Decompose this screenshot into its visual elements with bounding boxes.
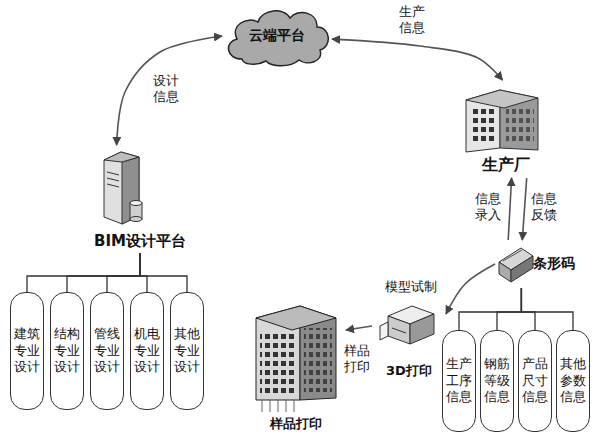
factory-windows bbox=[470, 108, 496, 144]
server-slot bbox=[107, 172, 119, 175]
edge-label: 样品打印 bbox=[343, 342, 371, 375]
flow-arrow bbox=[332, 39, 502, 80]
tree-line bbox=[107, 253, 140, 292]
flow-arrow bbox=[446, 264, 495, 314]
edge-label: 信息录入 bbox=[474, 190, 502, 223]
scanner-node: 条形码 bbox=[495, 240, 583, 288]
building-windows bbox=[260, 332, 296, 394]
node-label: 样品打印 bbox=[245, 415, 346, 433]
node-label: BIM设计平台 bbox=[62, 232, 218, 251]
node-label: 生产厂 bbox=[455, 155, 556, 176]
node-label: 云端平台 bbox=[249, 27, 305, 45]
node-label: 管线专业设计 bbox=[94, 326, 120, 377]
node-label: 结构专业设计 bbox=[54, 326, 80, 377]
building-model bbox=[256, 306, 336, 412]
disk-top bbox=[130, 201, 142, 206]
tree-line bbox=[140, 253, 187, 292]
info-box: 产品尺寸信息 bbox=[518, 330, 552, 432]
server-slot bbox=[107, 184, 119, 187]
building-node: 样品打印 bbox=[245, 295, 346, 435]
node-label: 条形码 bbox=[533, 255, 575, 273]
server-node: BIM设计平台 bbox=[62, 145, 218, 253]
info-box: 其他参数信息 bbox=[556, 330, 590, 432]
info-box: 生产工序信息 bbox=[442, 330, 476, 432]
factory-icon bbox=[466, 90, 538, 152]
factory-windows bbox=[506, 108, 534, 144]
printer-slot bbox=[392, 328, 406, 333]
info-box: 钢筋等级信息 bbox=[480, 330, 514, 432]
printer-side bbox=[410, 314, 434, 344]
edge-label: 生产信息 bbox=[398, 3, 426, 36]
server-top bbox=[104, 152, 139, 162]
node-label: 机电专业设计 bbox=[134, 326, 160, 377]
printer-node: 3D打印 bbox=[372, 302, 446, 382]
scanner-glass bbox=[503, 250, 522, 261]
node-label: 钢筋等级信息 bbox=[484, 356, 510, 407]
edge-label: 信息反馈 bbox=[530, 190, 558, 223]
edge-label: 设计信息 bbox=[152, 72, 180, 105]
printer-front bbox=[388, 316, 410, 344]
factory-roof bbox=[466, 90, 538, 108]
tree-line bbox=[27, 253, 140, 292]
design-box: 结构专业设计 bbox=[50, 292, 84, 410]
node-label: 其他专业设计 bbox=[174, 326, 200, 377]
flow-arrow bbox=[346, 326, 372, 330]
server-slot bbox=[107, 178, 119, 181]
tree-line bbox=[67, 253, 140, 292]
node-label: 产品尺寸信息 bbox=[522, 356, 548, 407]
building-roof bbox=[256, 306, 336, 330]
node-label: 3D打印 bbox=[372, 362, 446, 380]
scanner-front bbox=[499, 262, 511, 282]
building-windows bbox=[304, 328, 332, 392]
design-box: 其他专业设计 bbox=[170, 292, 204, 410]
tree-line bbox=[459, 288, 521, 330]
tree-line bbox=[140, 253, 147, 292]
factory-node: 生产厂 bbox=[455, 80, 556, 178]
flow-arrow bbox=[117, 36, 222, 145]
printer-paper bbox=[380, 322, 388, 340]
node-label: 建筑专业设计 bbox=[14, 326, 40, 377]
tree-line bbox=[521, 288, 573, 330]
printer-icon bbox=[380, 306, 434, 344]
building-base-lines bbox=[262, 400, 294, 412]
node-label: 其他参数信息 bbox=[560, 356, 586, 407]
node-label: 生产工序信息 bbox=[446, 356, 472, 407]
flow-arrow bbox=[522, 178, 526, 240]
edge-label: 模型试制 bbox=[384, 278, 438, 296]
design-box: 建筑专业设计 bbox=[10, 292, 44, 410]
disk-bottom bbox=[130, 217, 142, 222]
cloud-outline bbox=[228, 11, 328, 66]
tree-line bbox=[521, 288, 535, 330]
flow-arrow bbox=[508, 178, 511, 240]
cloud-platform: 云端平台 bbox=[222, 5, 332, 67]
scanner-icon bbox=[499, 248, 533, 282]
design-box: 管线专业设计 bbox=[90, 292, 124, 410]
server-icon bbox=[104, 152, 142, 224]
design-box: 机电专业设计 bbox=[130, 292, 164, 410]
scanner-side bbox=[511, 256, 533, 282]
tree-line bbox=[497, 288, 521, 330]
